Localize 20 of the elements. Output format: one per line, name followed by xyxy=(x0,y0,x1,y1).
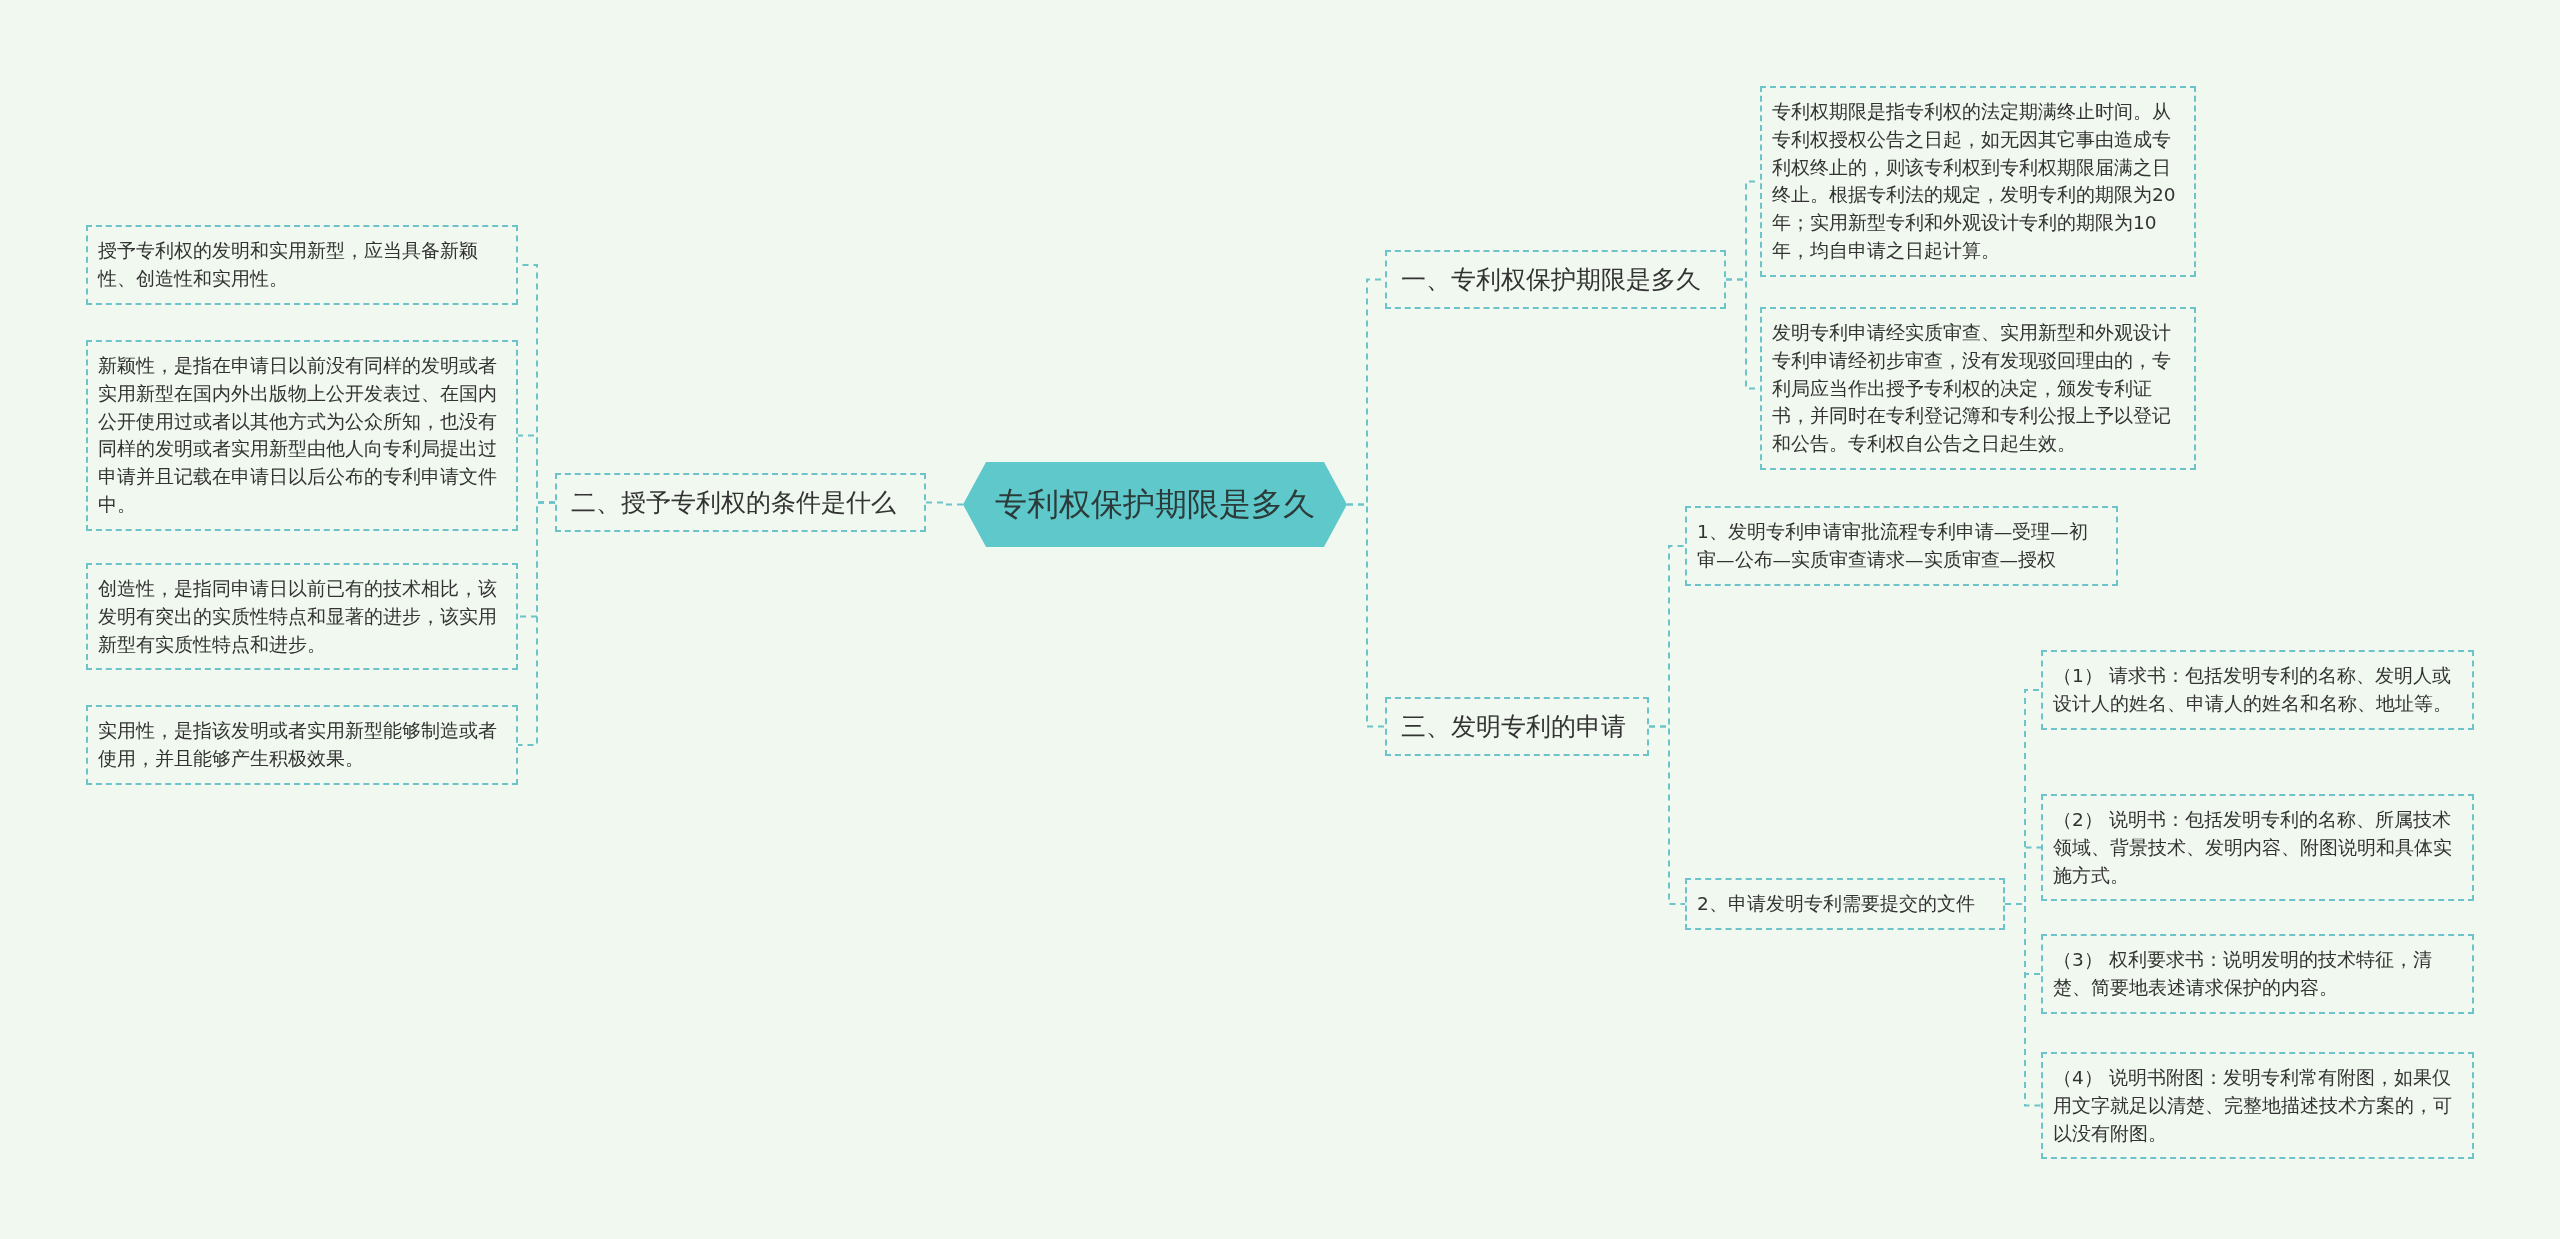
connector-line xyxy=(1648,725,1686,905)
note-box: 1、发明专利申请审批流程专利申请—受理—初审—公布—实质审查请求—实质审查—授权 xyxy=(1685,506,2118,586)
topic-box: 三、发明专利的申请 xyxy=(1385,697,1649,756)
note-box: 实用性，是指该发明或者实用新型能够制造或者使用，并且能够产生积极效果。 xyxy=(86,705,518,785)
note-box: （1） 请求书：包括发明专利的名称、发明人或设计人的姓名、申请人的姓名和名称、地址等。 xyxy=(2041,650,2474,730)
note-box: 授予专利权的发明和实用新型，应当具备新颖性、创造性和实用性。 xyxy=(86,225,518,305)
connector-line xyxy=(1346,503,1386,728)
note-box: 专利权期限是指专利权的法定期满终止时间。从专利权授权公告之日起，如无因其它事由造成专利权终止的，则该专利权到专利权期限届满之日终止。根据专利法的规定，发明专利的期限为20年；实用新型专利和外观设计专利的期限为10年，均自申请之日起计算。 xyxy=(1760,86,2196,277)
note-box: 新颖性，是指在申请日以前没有同样的发明或者实用新型在国内外出版物上公开发表过、在国内公开使用过或者以其他方式为公众所知，也没有同样的发明或者实用新型由他人向专利局提出过申请并且记载在申请日以后公布的专利申请文件中。 xyxy=(86,340,518,531)
note-box: （3） 权利要求书：说明发明的技术特征，清楚、简要地表述请求保护的内容。 xyxy=(2041,934,2474,1014)
connector-line xyxy=(2004,903,2042,1107)
note-box: 创造性，是指同申请日以前已有的技术相比，该发明有突出的实质性特点和显著的进步，该实用新型有实质性特点和进步。 xyxy=(86,563,518,671)
topic-box: 一、专利权保护期限是多久 xyxy=(1385,250,1726,309)
connector-line xyxy=(925,501,964,506)
note-box: 发明专利申请经实质审查、实用新型和外观设计专利申请经初步审查，没有发现驳回理由的，专利局应当作出授予专利权的决定，颁发专利证书，并同时在专利登记簿和专利公报上予以登记和公告。专利权自公告之日起生效。 xyxy=(1760,307,2196,470)
subtopic-box: 2、申请发明专利需要提交的文件 xyxy=(1685,878,2005,930)
connector-line xyxy=(517,501,556,746)
note-box: （4） 说明书附图：发明专利常有附图，如果仅用文字就足以清楚、完整地描述技术方案的，可以没有附图。 xyxy=(2041,1052,2474,1160)
note-box: （2） 说明书：包括发明专利的名称、所属技术领域、背景技术、发明内容、附图说明和具体实施方式。 xyxy=(2041,794,2474,902)
topic-box: 二、授予专利权的条件是什么 xyxy=(555,473,926,532)
